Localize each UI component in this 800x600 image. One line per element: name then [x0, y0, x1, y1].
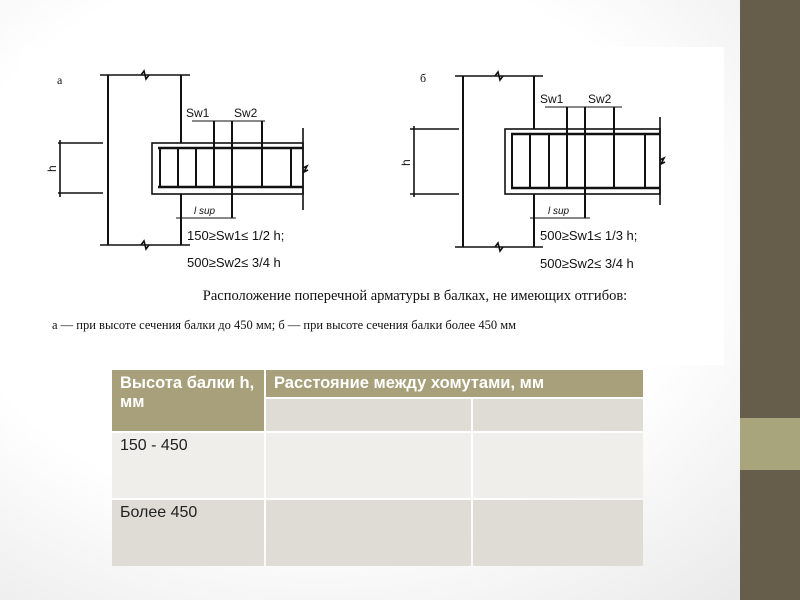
panel-a-formula2: 500≥Sw2≤ 3/4 h [187, 255, 281, 270]
table-row: 150 - 450 [112, 433, 643, 498]
panel-a-label: а [57, 73, 63, 87]
panel-a-lsup: l sup [194, 206, 216, 217]
panel-b-sw1: Sw1 [540, 92, 564, 106]
panel-b-h: h [399, 159, 413, 166]
subheader-cell-1[interactable] [266, 399, 471, 431]
sidebar-decoration [740, 0, 800, 600]
reinforcement-figure [20, 47, 724, 365]
row-spacing-cell-1[interactable] [266, 500, 471, 566]
row-spacing-cell-2[interactable] [473, 433, 643, 498]
row-spacing-cell-1[interactable] [266, 433, 471, 498]
row-height-value: Более 450 [112, 500, 264, 566]
sidebar-accent-band [740, 418, 800, 470]
figure-caption-text: а — при высоте сечения балки до 450 мм; … [52, 318, 517, 332]
header-beam-height: Высота балки h, мм [112, 370, 264, 431]
header-stirrup-spacing: Расстояние между хомутами, мм [266, 370, 643, 397]
table-row: Более 450 [112, 500, 643, 566]
panel-a-drawing [58, 69, 309, 251]
panel-b-formula2: 500≥Sw2≤ 3/4 h [540, 256, 634, 271]
panel-b-sw2: Sw2 [588, 92, 612, 106]
subheader-cell-2[interactable] [473, 399, 643, 431]
panel-a-sw1: Sw1 [186, 106, 210, 120]
panel-b-label: б [420, 71, 426, 85]
panel-a-sw2: Sw2 [234, 106, 258, 120]
stirrup-spacing-table: Высота балки h, мм Расстояние между хому… [110, 368, 645, 568]
panel-b-drawing [410, 70, 666, 253]
figure-caption-title: Расположение поперечной арматуры в балка… [202, 288, 628, 304]
panel-a-h: h [45, 165, 59, 172]
panel-b-lsup: l sup [548, 206, 570, 217]
panel-a-formula1: 150≥Sw1≤ 1/2 h; [187, 228, 284, 243]
row-spacing-cell-2[interactable] [473, 500, 643, 566]
panel-b-formula1: 500≥Sw1≤ 1/3 h; [540, 228, 637, 243]
row-height-value: 150 - 450 [112, 433, 264, 498]
